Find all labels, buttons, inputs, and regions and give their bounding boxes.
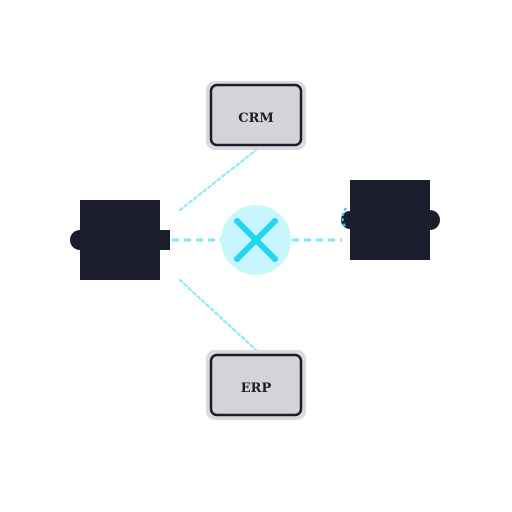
connection-failed-icon [221,205,291,275]
connector-top [178,148,258,212]
left-puzzle-piece-icon [70,200,170,280]
crm-label: CRM [238,111,274,126]
right-puzzle-piece-icon [341,180,440,260]
crm-box: CRM [206,81,306,150]
erp-box: ERP [206,350,306,420]
erp-label: ERP [241,381,272,396]
connector-bottom [178,278,258,352]
